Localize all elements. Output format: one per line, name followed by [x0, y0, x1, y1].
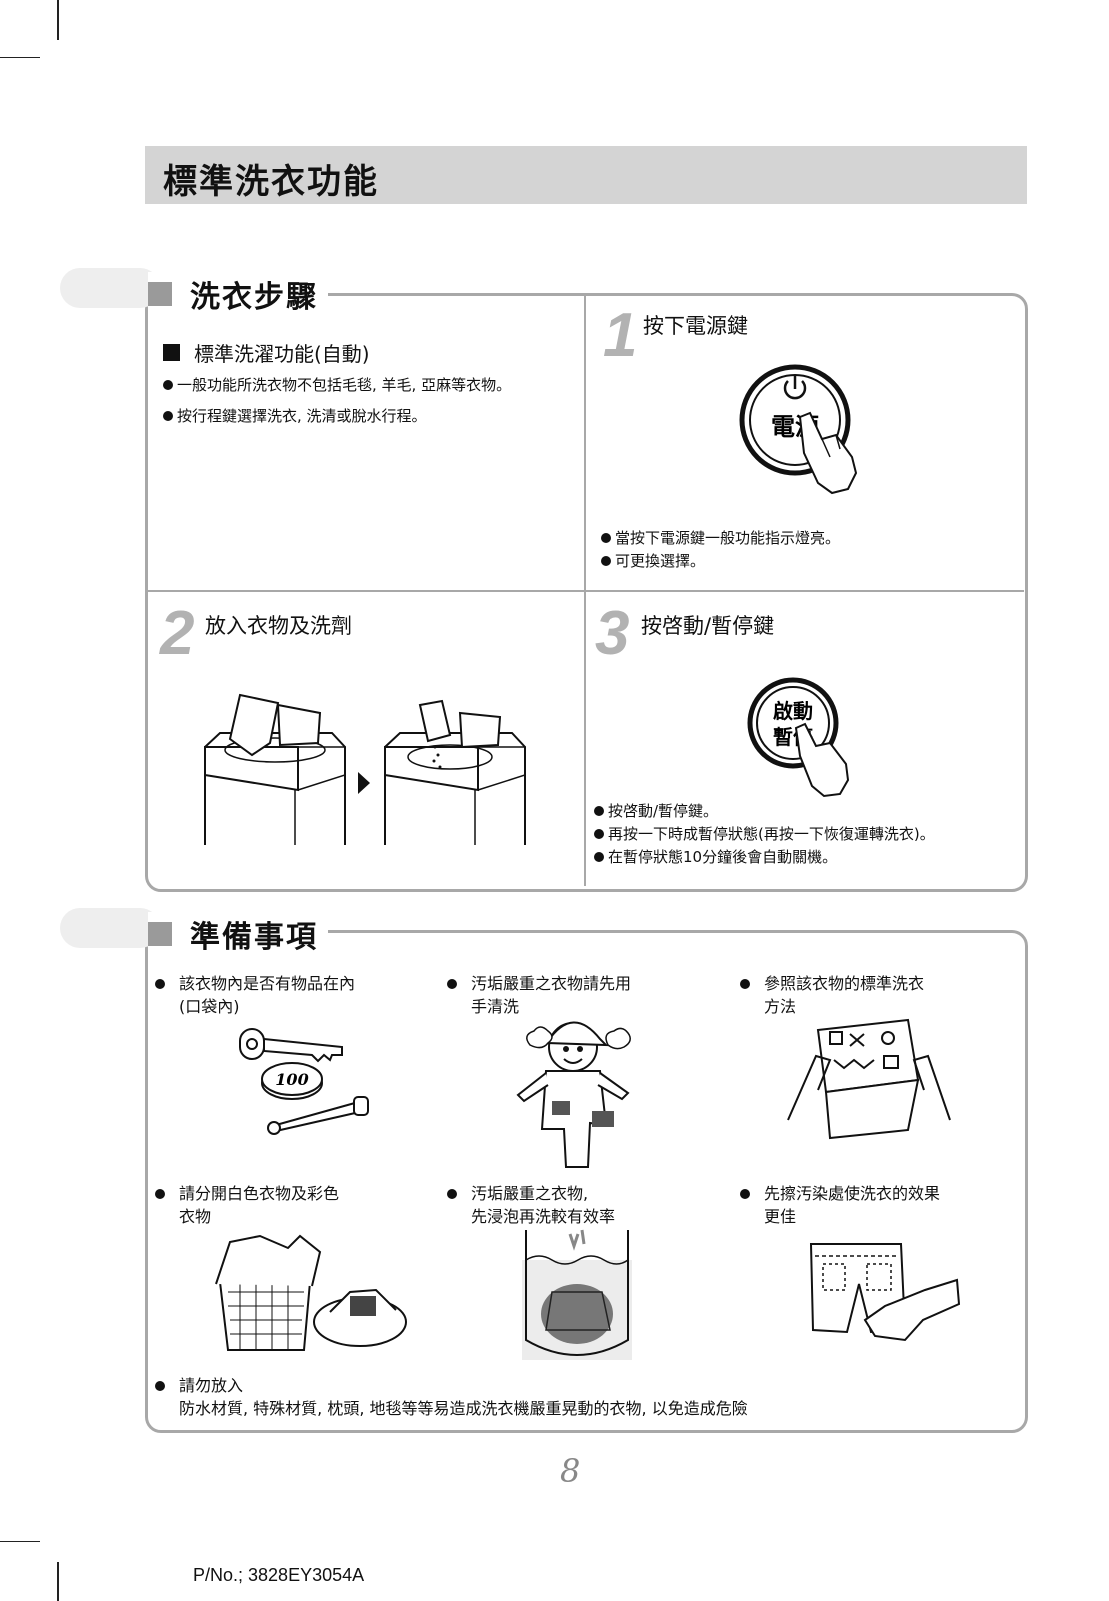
- power-button-illustration: 電源: [739, 364, 858, 495]
- page-number: 8: [560, 1452, 581, 1490]
- crop-mark: [57, 1562, 59, 1601]
- coin-icon: 100: [261, 1062, 323, 1100]
- step-number: 2: [160, 599, 195, 668]
- step3-bullet: 在暫停狀態10分鐘後會自動關機。: [594, 846, 837, 868]
- steps-heading: 洗衣步驟: [148, 272, 328, 316]
- heading-square-icon: [148, 282, 172, 306]
- crop-mark: [0, 57, 40, 58]
- key-icon: [239, 1028, 343, 1063]
- safety-pin-icon: [267, 1096, 369, 1135]
- page-title-bar: 標準洗衣功能: [145, 146, 1027, 204]
- crop-mark: [57, 0, 59, 40]
- step-number: 1: [603, 301, 638, 370]
- svg-text:啟動: 啟動: [773, 699, 813, 723]
- step3-bullet: 再按一下時成暫停狀態(再按一下恢復運轉洗衣)。: [594, 823, 935, 845]
- pressing-hand-icon: [794, 722, 850, 798]
- steps-panel: [145, 293, 1028, 892]
- handwash-worker-illustration: [516, 1021, 631, 1168]
- step-number: 3: [595, 599, 630, 668]
- prep-item-presoak: 汚垢嚴重之衣物, 先浸泡再洗較有效率: [447, 1182, 615, 1228]
- arrow-right-icon: [358, 772, 370, 794]
- start-pause-button-illustration: 啟動 暫停: [747, 677, 850, 798]
- prep-item-separate-colors: 請分開白色衣物及彩色 衣物: [155, 1182, 339, 1228]
- section-glow: [60, 268, 160, 308]
- heading-square-icon: [148, 922, 172, 946]
- section-glow: [60, 908, 160, 948]
- step1-bullet: 可更換選擇。: [601, 550, 705, 572]
- prep-item-pretreat-stains: 先擦汚染處使洗衣的效果 更佳: [740, 1182, 940, 1228]
- care-label-illustration: [787, 1018, 951, 1140]
- function-bullet: 按行程鍵選擇洗衣, 洗清或脫水行程。: [163, 405, 427, 427]
- step1-title: 按下電源鍵: [643, 314, 748, 338]
- power-icon: [783, 376, 807, 400]
- steps-divider-horizontal: [148, 590, 1024, 592]
- step2-title: 放入衣物及洗劑: [205, 614, 352, 638]
- laundry-baskets-illustration: [215, 1234, 407, 1351]
- step3-title: 按啓動/暫停鍵: [641, 614, 775, 638]
- step3-bullet: 按啓動/暫停鍵。: [594, 800, 718, 822]
- prep-item-handwash: 汚垢嚴重之衣物請先用 手清洗: [447, 972, 631, 1018]
- soaking-bucket-illustration: [522, 1229, 632, 1360]
- prep-heading: 準備事項: [148, 912, 328, 956]
- prep-panel: [145, 930, 1028, 1433]
- step1-bullet: 當按下電源鍵一般功能指示燈亮。: [601, 527, 840, 549]
- black-square-icon: [163, 344, 180, 361]
- prep-item-pockets: 該衣物內是否有物品在內 (口袋內): [155, 972, 355, 1018]
- page-title: 標準洗衣功能: [163, 162, 379, 202]
- crop-mark: [0, 1541, 40, 1542]
- part-number: P/No.; 3828EY3054A: [193, 1565, 365, 1585]
- standard-function-heading: 標準洗濯功能(自動): [163, 338, 370, 367]
- pocket-items-illustration: 100: [239, 1028, 369, 1135]
- svg-text:100: 100: [275, 1070, 308, 1089]
- prep-warning: 請勿放入 防水材質, 特殊材質, 枕頭, 地毯等等易造成洗衣機嚴重晃動的衣物, …: [155, 1374, 748, 1420]
- function-bullet: 一般功能所洗衣物不包括毛毯, 羊毛, 亞麻等衣物。: [163, 374, 511, 396]
- washer-load-clothes-illustration: [204, 693, 346, 845]
- prep-item-care-label: 參照該衣物的標準洗衣 方法: [740, 972, 924, 1018]
- stained-jeans-illustration: [809, 1243, 961, 1342]
- washer-add-detergent-illustration: [384, 699, 526, 845]
